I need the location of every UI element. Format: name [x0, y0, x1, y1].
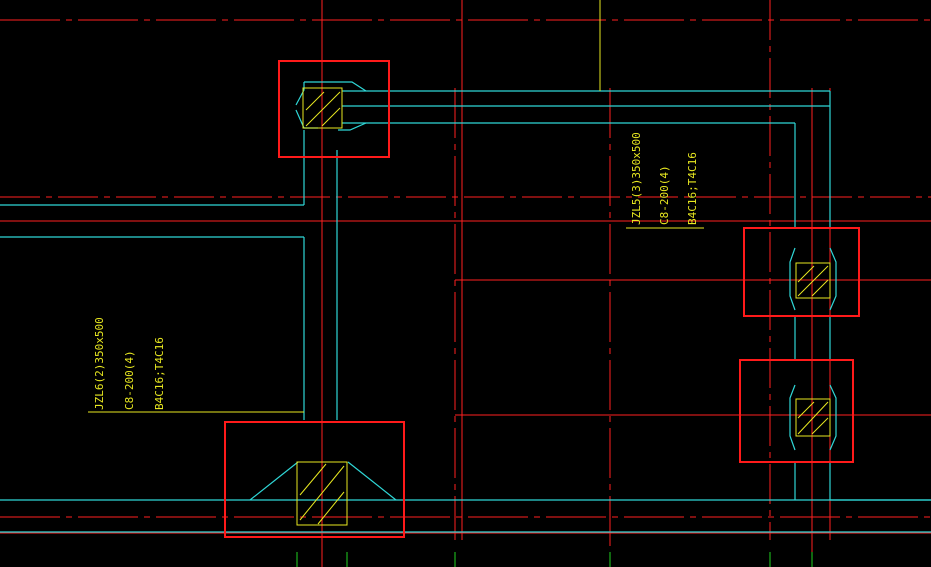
jzl6-stirrup: C8-200(4)	[123, 350, 136, 410]
jzl6-rebar: B4C16;T4C16	[153, 337, 166, 410]
highlight-box-right-bottom[interactable]	[739, 359, 854, 463]
highlight-box-bottom-left[interactable]	[224, 421, 405, 538]
beam-annotation-jzl5[interactable]: JZL5(3)350x500 C8-200(4) B4C16;T4C16	[630, 132, 699, 225]
beam-annotation-jzl6[interactable]: JZL6(2)350x500 C8-200(4) B4C16;T4C16	[93, 317, 166, 410]
jzl5-name: JZL5(3)350x500	[630, 132, 643, 225]
highlight-box-right-top[interactable]	[743, 227, 860, 317]
leader-lines	[88, 0, 704, 413]
column-bottom-left	[296, 461, 348, 526]
jzl6-name: JZL6(2)350x500	[93, 317, 106, 410]
highlight-boxes	[224, 60, 860, 538]
axis-tick-marks	[296, 552, 813, 567]
column-top-left	[302, 87, 343, 129]
jzl5-rebar: B4C16;T4C16	[686, 152, 699, 225]
beam-outlines	[0, 81, 931, 533]
column-right-top	[795, 262, 831, 299]
highlight-box-top-left[interactable]	[278, 60, 390, 158]
column-right-bottom	[795, 398, 831, 437]
jzl5-stirrup: C8-200(4)	[658, 165, 671, 225]
